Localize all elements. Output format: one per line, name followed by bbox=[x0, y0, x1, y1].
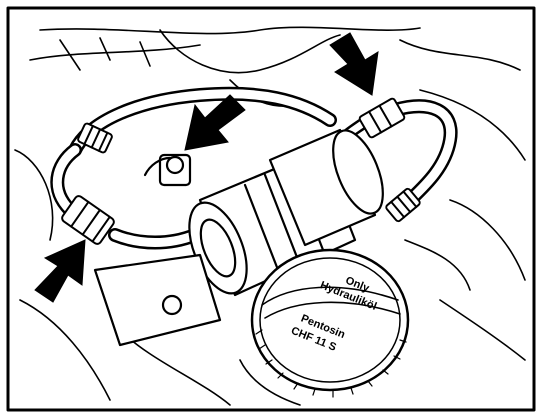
reservoir-cap: Only Hydrauliköl Pentosin CHF 11 S bbox=[250, 248, 410, 398]
arrow-center bbox=[184, 94, 246, 151]
arrow-lower-left bbox=[34, 239, 86, 303]
pump-body bbox=[93, 128, 384, 347]
hose-fittings bbox=[61, 97, 421, 245]
arrow-top-right bbox=[329, 32, 379, 96]
background-engine-parts bbox=[14, 26, 526, 406]
figure-frame bbox=[6, 6, 536, 412]
indicator-arrows bbox=[34, 32, 379, 303]
